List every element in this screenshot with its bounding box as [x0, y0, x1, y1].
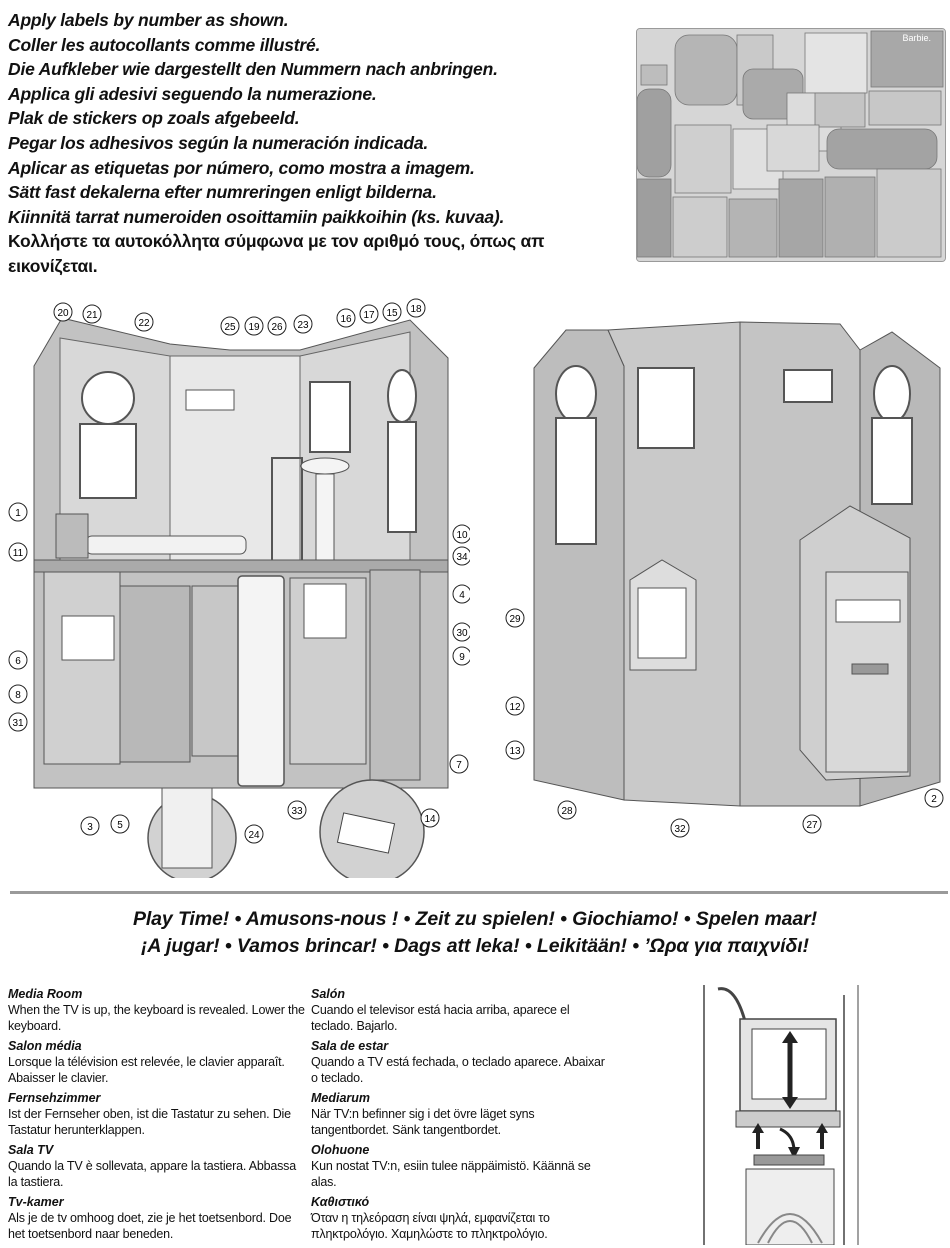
play-time-heading-line-1: Play Time! • Amusons-nous ! • Zeit zu sp…: [132, 908, 818, 930]
instruction-line: Plak de stickers op zoals afgebeeld.: [8, 108, 300, 129]
svg-text:18: 18: [410, 304, 422, 315]
instruction-line: Apply labels by number as shown.: [8, 10, 289, 30]
section-heading: Sala de estar: [311, 1039, 389, 1053]
tv-keyboard-illustration: [703, 985, 859, 1245]
svg-text:34: 34: [456, 552, 468, 563]
svg-text:8: 8: [15, 690, 21, 701]
exterior-callout-labels: 29 12 13 28 32 27 2: [505, 608, 944, 838]
instruction-line: Aplicar as etiquetas por número, como mo…: [8, 157, 475, 178]
svg-text:7: 7: [456, 760, 462, 771]
svg-text:28: 28: [561, 806, 573, 817]
section-body: Quando la TV è sollevata, appare la tast…: [8, 1159, 296, 1189]
section-body: Quando a TV está fechada, o teclado apar…: [311, 1055, 605, 1085]
media-room-instructions-right: Salón Cuando el televisor está hacia arr…: [311, 987, 611, 1242]
sticker-sheet: Barbie.: [636, 28, 946, 262]
section-heading: Media Room: [8, 987, 83, 1001]
section-heading: Fernsehzimmer: [8, 1091, 101, 1105]
section-body: Kun nostat TV:n, esiin tulee näppäimistö…: [311, 1159, 591, 1189]
svg-text:21: 21: [86, 310, 98, 321]
instruction-line: Coller les autocollants comme illustré.: [8, 34, 321, 55]
section-body: Cuando el televisor está hacia arriba, a…: [311, 1003, 570, 1033]
svg-text:12: 12: [509, 702, 521, 713]
instruction-line: Pegar los adhesivos según la numeración …: [8, 132, 429, 153]
svg-text:29: 29: [509, 614, 521, 625]
svg-text:20: 20: [57, 308, 69, 319]
svg-text:17: 17: [363, 310, 375, 321]
play-time-heading-line-2: ¡A jugar! • Vamos brincar! • Dags att le…: [141, 935, 809, 957]
instruction-line: Die Aufkleber wie dargestellt den Nummer…: [8, 59, 498, 80]
svg-text:30: 30: [456, 628, 468, 639]
section-body: Lorsque la télévision est relevée, le cl…: [8, 1055, 285, 1085]
dollhouse-exterior-illustration: 29 12 13 28 32 27 2: [505, 321, 944, 838]
svg-text:14: 14: [424, 814, 436, 825]
section-heading: Salon média: [8, 1039, 82, 1053]
svg-text:26: 26: [271, 322, 283, 333]
svg-text:9: 9: [459, 652, 465, 663]
svg-text:31: 31: [12, 718, 24, 729]
svg-text:27: 27: [806, 820, 818, 831]
section-heading: Salón: [311, 987, 346, 1001]
section-heading: Olohuone: [311, 1143, 370, 1157]
section-body: When the TV is up, the keyboard is revea…: [8, 1003, 305, 1033]
svg-text:5: 5: [117, 820, 123, 831]
section-heading: Tv-kamer: [8, 1195, 64, 1209]
svg-text:4: 4: [459, 590, 465, 601]
section-heading: Mediarum: [311, 1091, 371, 1105]
instruction-line: Applica gli adesivi seguendo la numerazi…: [8, 83, 377, 104]
instruction-line: Kiinnitä tarrat numeroiden osoittamiin p…: [8, 206, 505, 227]
sticker-instructions: Apply labels by number as shown. Coller …: [8, 8, 608, 279]
section-body: Όταν η τηλεόραση είναι ψηλά, εμφανίζεται…: [311, 1211, 550, 1241]
svg-text:2: 2: [931, 794, 937, 805]
instruction-line: Κολλήστε τα αυτοκόλλητα σύμφωνα με τον α…: [8, 231, 545, 276]
svg-text:6: 6: [15, 656, 21, 667]
section-body: När TV:n befinner sig i det övre läget s…: [311, 1107, 535, 1137]
section-body: Als je de tv omhoog doet, zie je het toe…: [8, 1211, 292, 1241]
svg-text:13: 13: [509, 746, 521, 757]
brand-logo: Barbie.: [902, 33, 931, 43]
instruction-line: Sätt fast dekalerna efter numreringen en…: [8, 182, 437, 203]
svg-text:15: 15: [386, 308, 398, 319]
svg-text:25: 25: [224, 322, 236, 333]
svg-text:24: 24: [248, 830, 260, 841]
svg-text:11: 11: [13, 548, 24, 559]
section-heading: Sala TV: [8, 1143, 54, 1157]
svg-text:16: 16: [340, 314, 352, 325]
interior-callout-labels: 20 21 22 25 19 26 23 16 17 15 18 1 11 10…: [8, 298, 470, 844]
svg-text:19: 19: [248, 322, 260, 333]
svg-text:32: 32: [674, 824, 686, 835]
media-room-instructions-left: Media Room When the TV is up, the keyboa…: [8, 987, 308, 1242]
section-body: Ist der Fernseher oben, ist die Tastatur…: [8, 1107, 291, 1137]
svg-text:22: 22: [138, 318, 150, 329]
svg-text:3: 3: [87, 822, 93, 833]
svg-text:23: 23: [297, 320, 309, 331]
section-divider: [10, 891, 948, 894]
svg-text:1: 1: [15, 508, 21, 519]
svg-text:10: 10: [456, 530, 468, 541]
svg-text:33: 33: [291, 806, 303, 817]
section-heading: Καθιστικό: [311, 1195, 370, 1209]
dollhouse-interior-illustration: 20 21 22 25 19 26 23 16 17 15 18 1 11 10…: [8, 298, 470, 878]
